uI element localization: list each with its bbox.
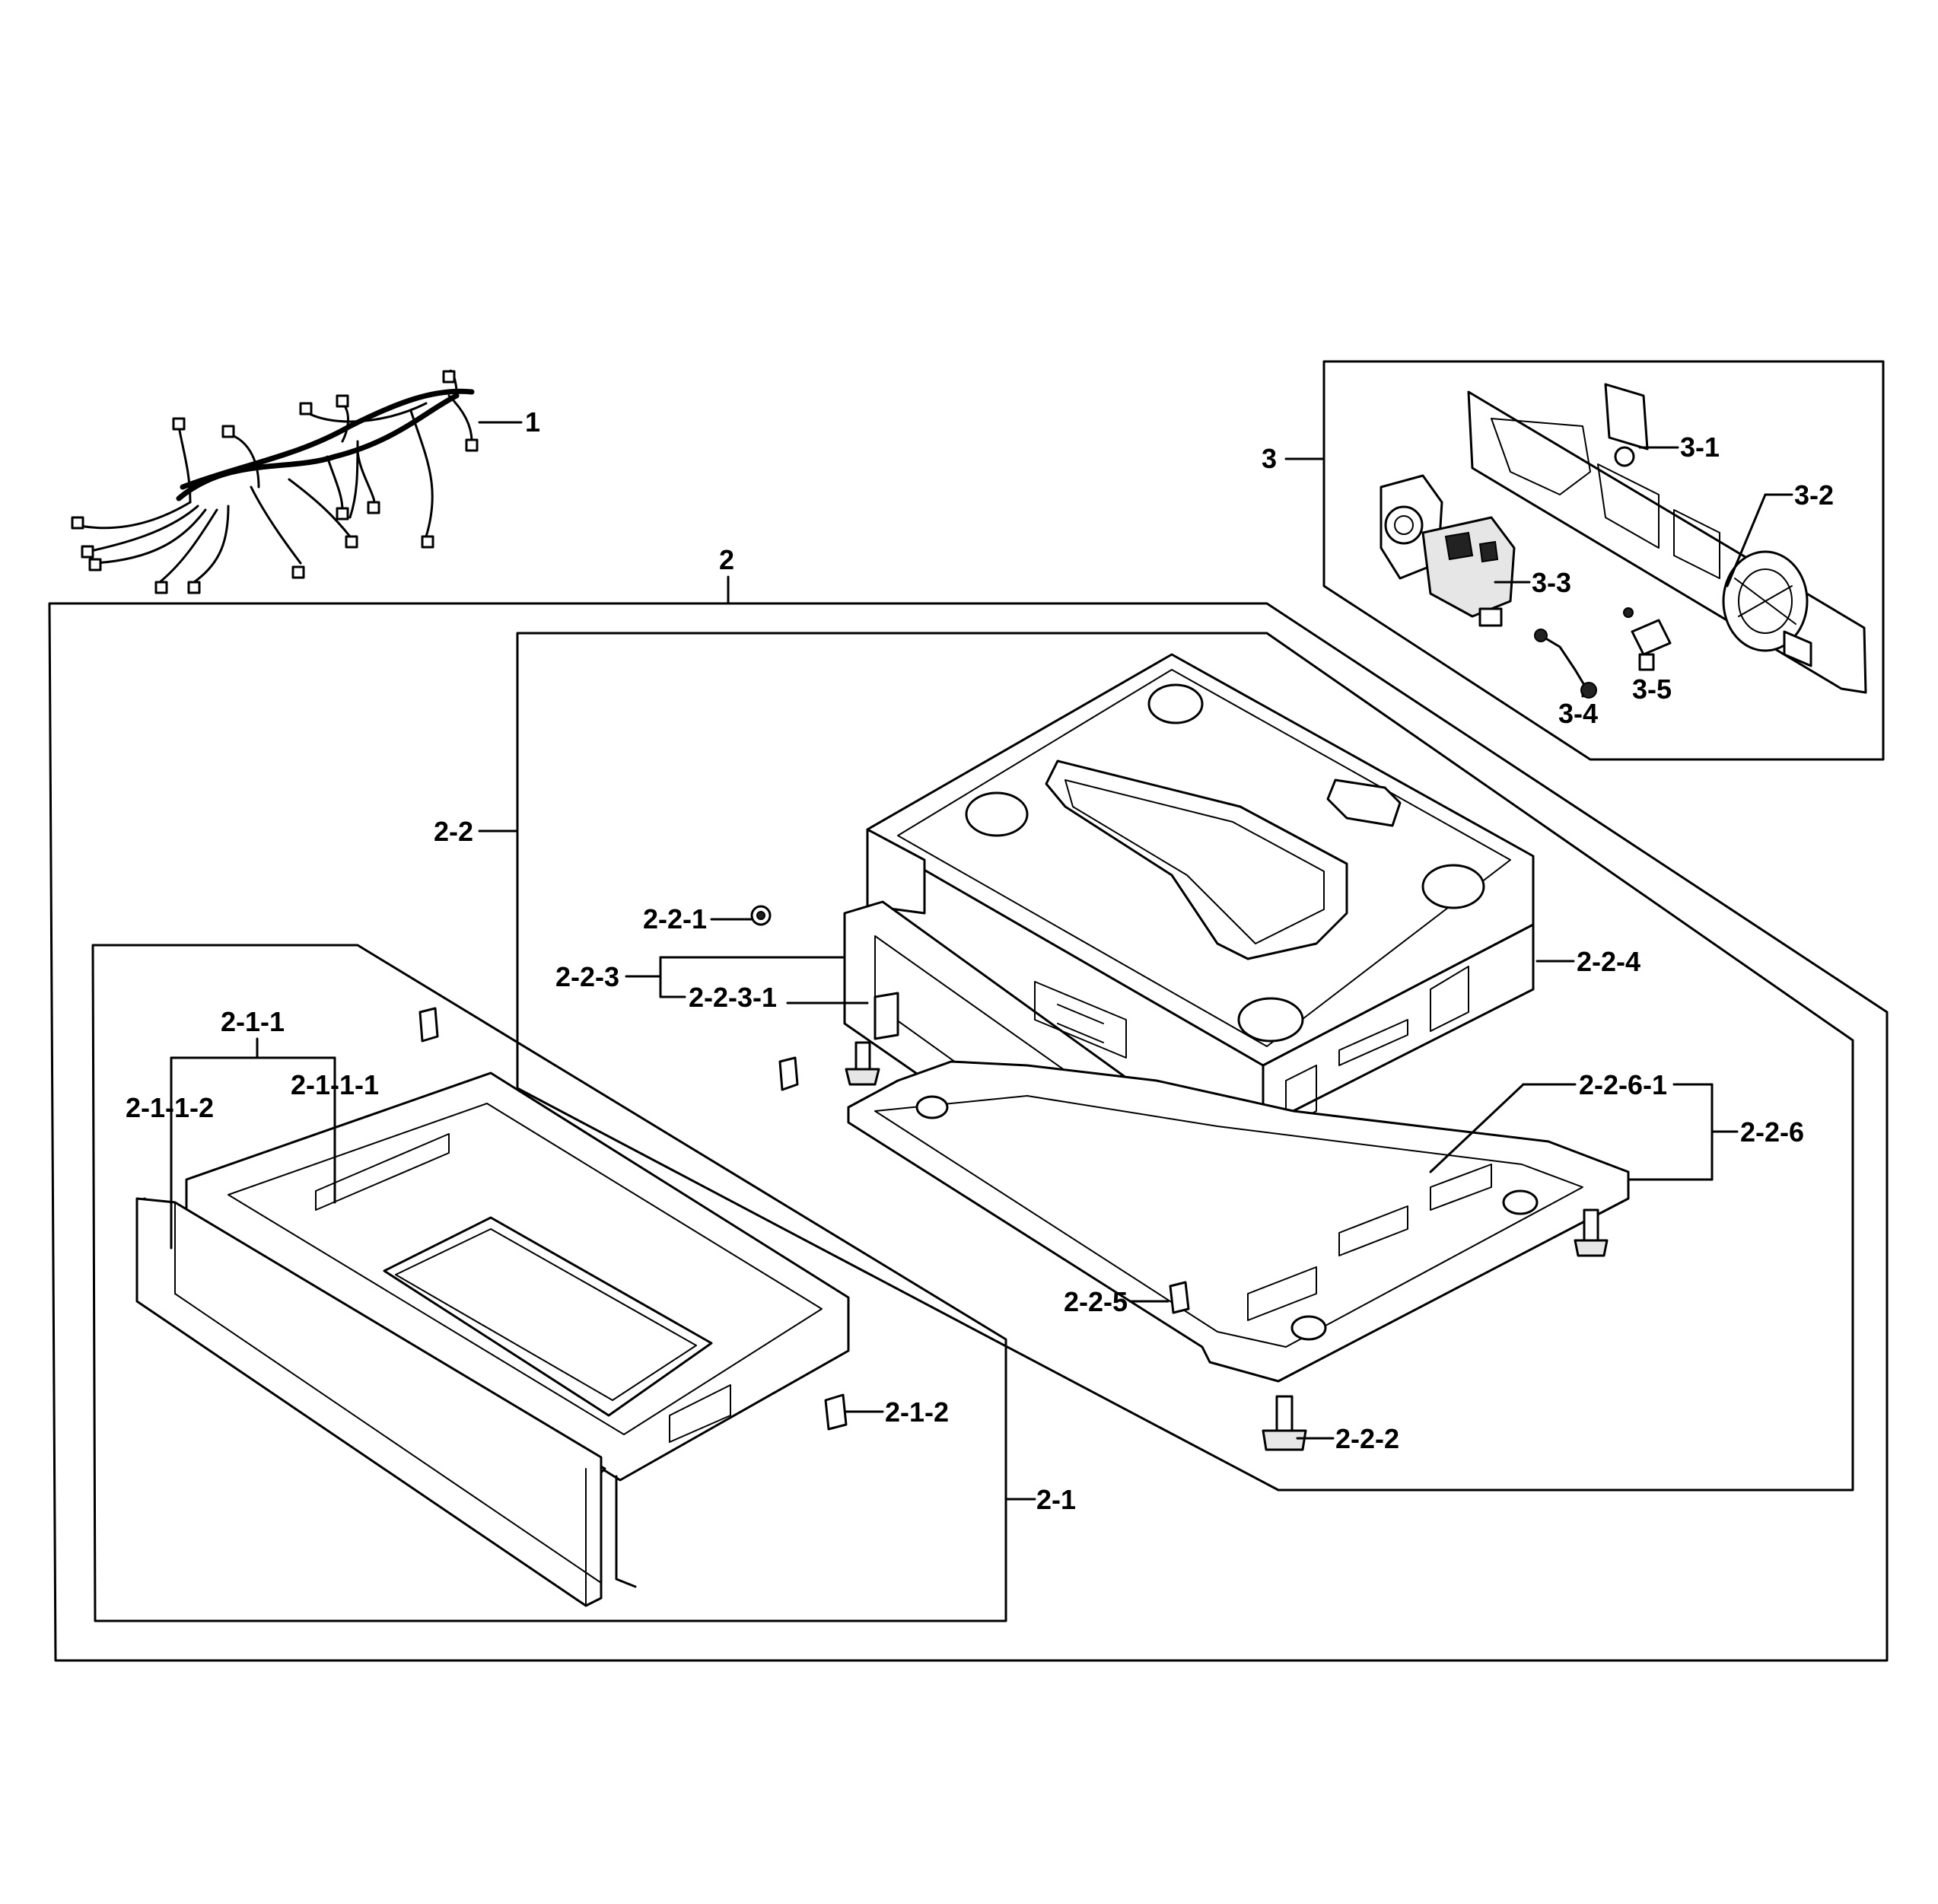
label-2-2-3: 2-2-3 [555, 961, 619, 992]
label-2-2-4: 2-2-4 [1577, 946, 1640, 977]
label-3-3: 3-3 [1532, 567, 1571, 598]
label-3-5: 3-5 [1632, 673, 1672, 705]
clip-2-2-5-icon [1169, 1281, 1190, 1314]
wire-harness-icon [71, 369, 479, 594]
label-3-4: 3-4 [1558, 698, 1598, 729]
group-3-frame [1322, 360, 1885, 761]
label-2-2-3-1: 2-2-3-1 [689, 982, 777, 1013]
label-2-1-2: 2-1-2 [885, 1396, 949, 1428]
label-2-2-6-1: 2-2-6-1 [1579, 1069, 1667, 1100]
label-3-1: 3-1 [1680, 431, 1720, 463]
label-2: 2 [719, 544, 734, 575]
label-2-1-1: 2-1-1 [221, 1006, 285, 1037]
clip-left-icon [778, 1056, 799, 1091]
group-2-frame [48, 602, 1889, 1662]
base-frame-icon [847, 981, 1630, 1383]
label-2-2-2: 2-2-2 [1335, 1423, 1399, 1454]
bracket-2-2-1-icon [750, 905, 772, 926]
drawer-icon [135, 1071, 850, 1607]
label-2-2-5: 2-2-5 [1064, 1286, 1128, 1317]
control-assembly-icon [1380, 383, 1867, 699]
label-2-1-1-2: 2-1-1-2 [126, 1092, 214, 1123]
group-2-2-frame [516, 632, 1854, 1492]
leveling-foot-icon [845, 1041, 1609, 1451]
label-2-2: 2-2 [434, 816, 473, 847]
label-2-1-1-1: 2-1-1-1 [291, 1069, 379, 1100]
label-3-2: 3-2 [1794, 479, 1834, 511]
cabinet-top-icon [866, 653, 1535, 1128]
drawer-clip-2-1-2-icon [824, 1393, 848, 1431]
label-2-2-6: 2-2-6 [1740, 1116, 1804, 1148]
label-2-2-1: 2-2-1 [643, 903, 707, 934]
drawer-clip-left-icon [418, 1007, 439, 1043]
leader-lines [170, 421, 1793, 1501]
label-2-1: 2-1 [1036, 1484, 1076, 1515]
label-1: 1 [525, 406, 540, 438]
label-3: 3 [1262, 443, 1277, 474]
group-2-1-frame [91, 944, 1007, 1622]
